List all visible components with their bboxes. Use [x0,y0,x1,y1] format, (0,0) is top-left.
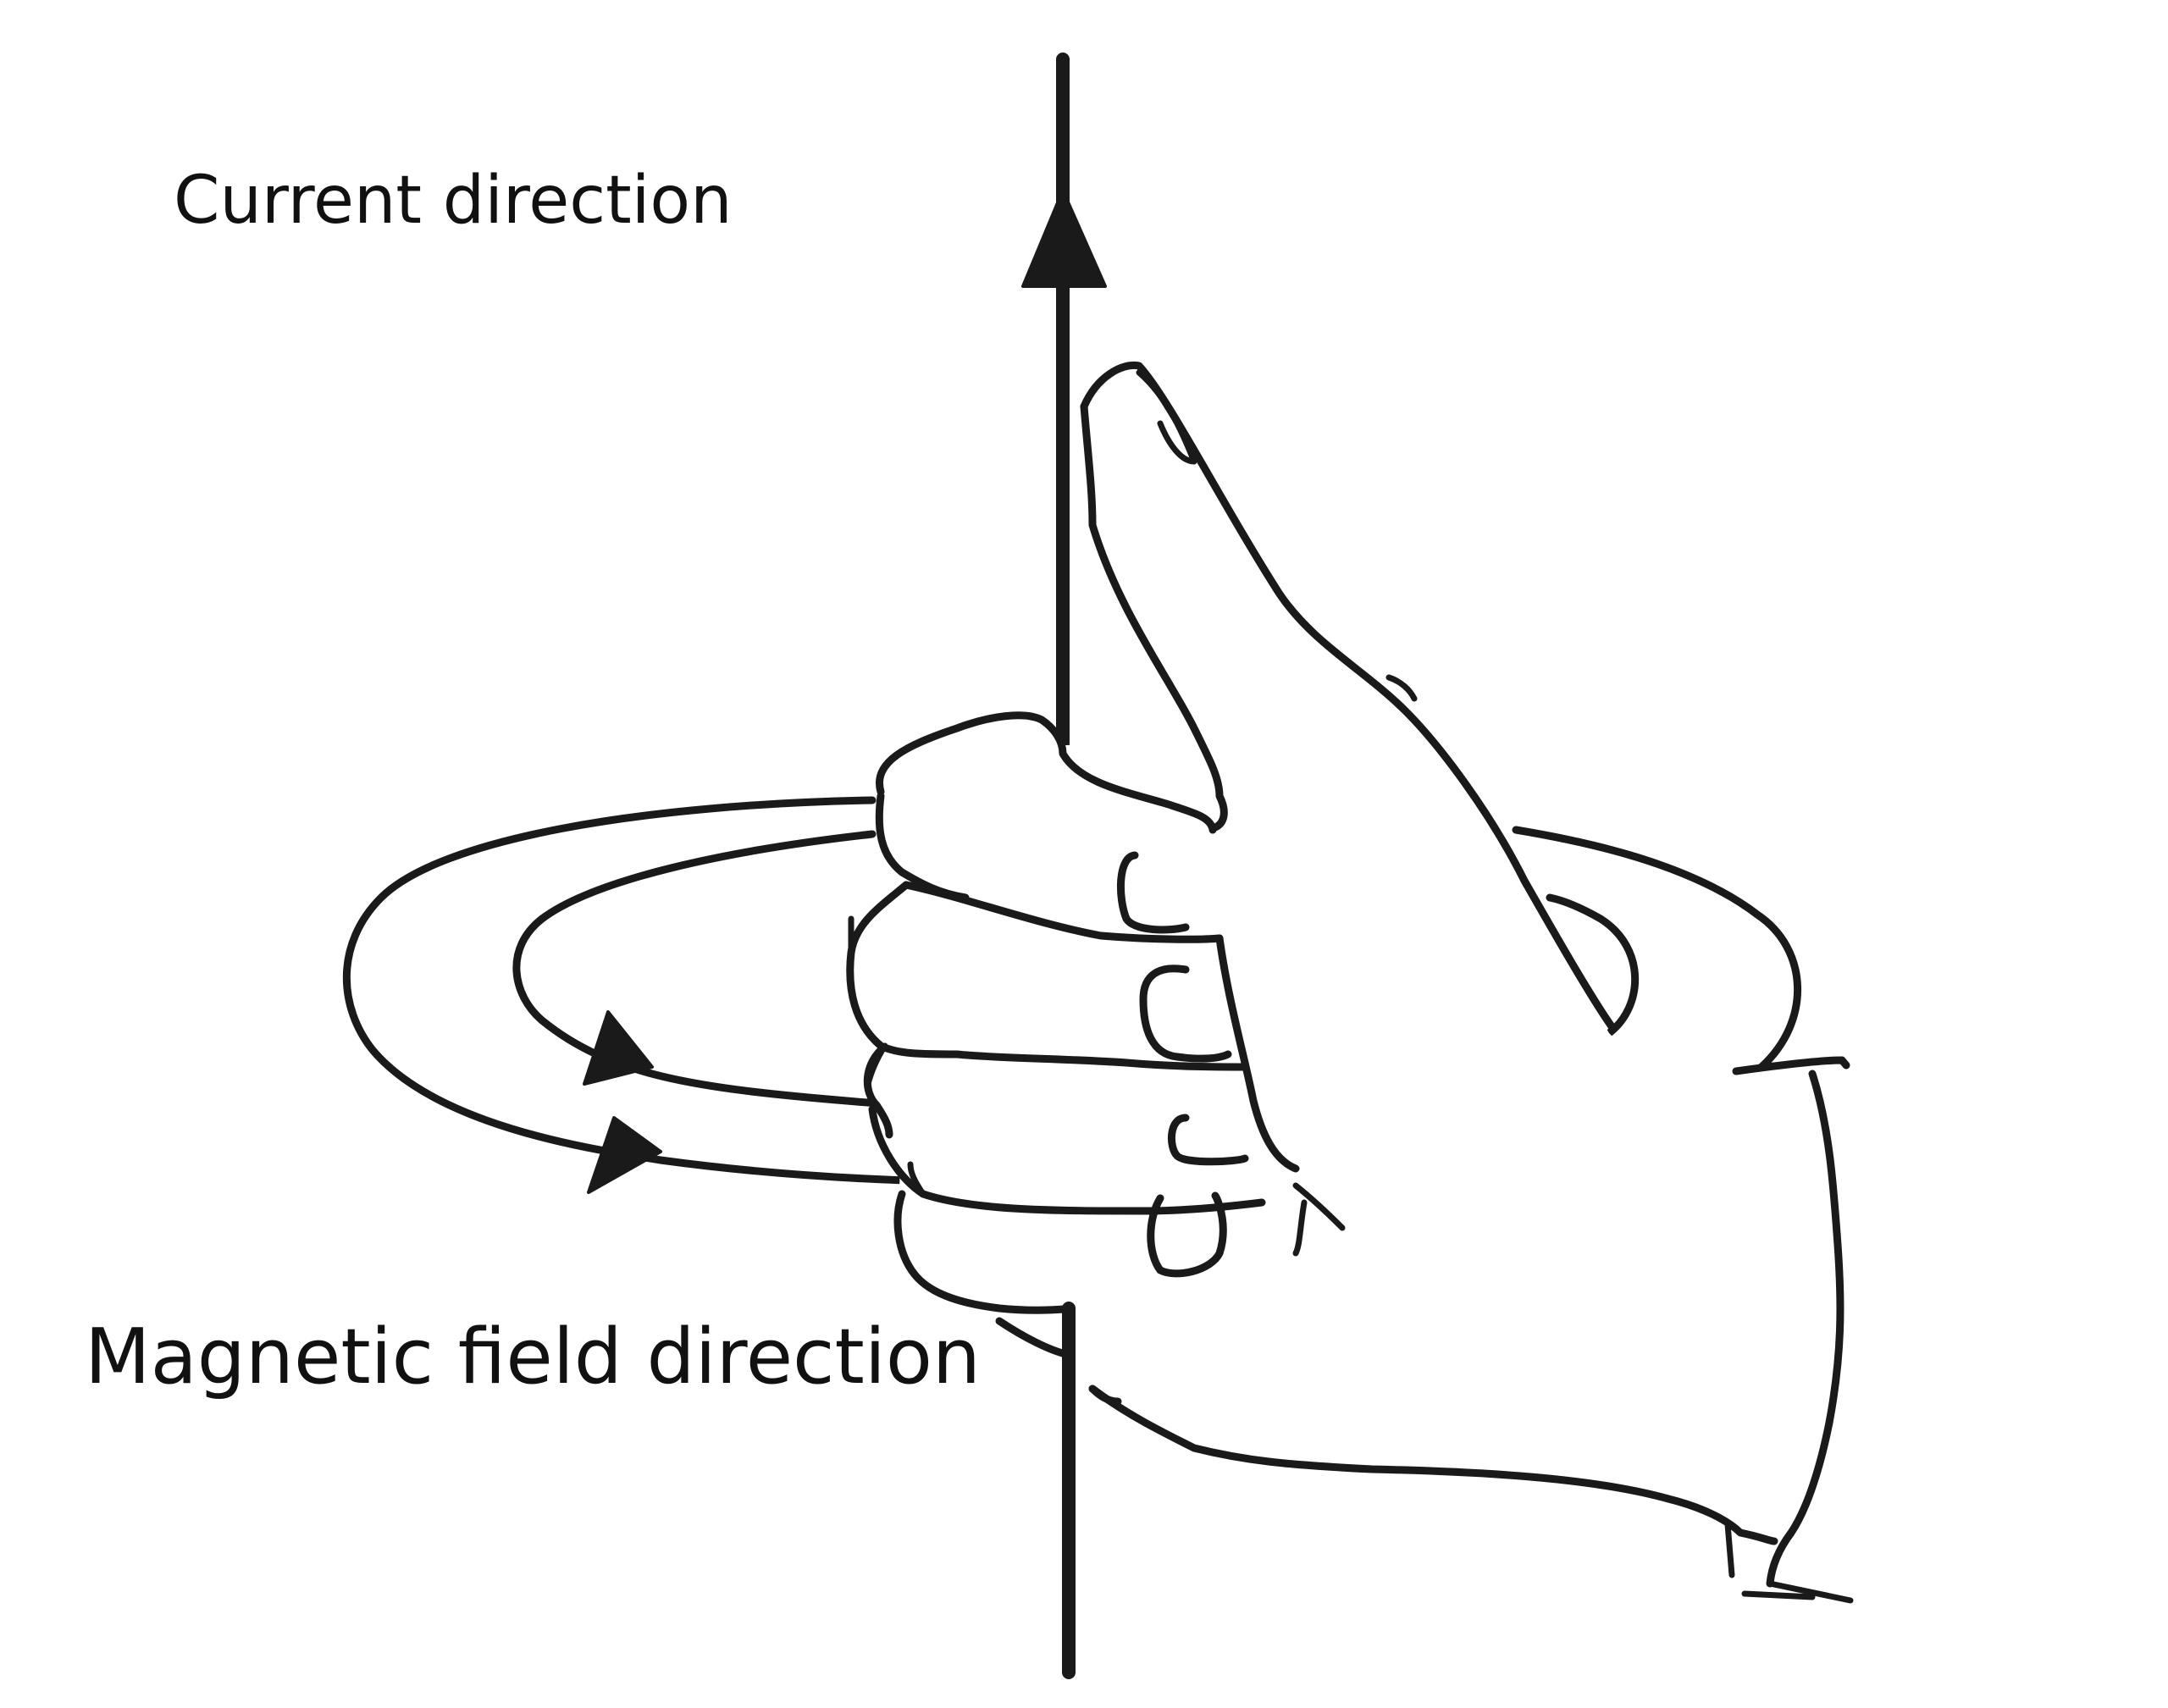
forearm-cuff [1724,1521,1854,1604]
wrist-lower-edge [1088,1385,1778,1545]
fingernail-index [1116,851,1190,934]
knuckle-crease-2 [865,1042,888,1087]
magnetic-field-arrowhead-outer [587,1116,662,1194]
thumb-wrinkle [1385,674,1418,702]
hand-fill [851,364,1846,1584]
thumb-outline [1080,361,1618,1033]
wire-hand-edge [995,1317,1073,1359]
thumb-inner-edge [1080,402,1228,832]
forearm-right-edge [1766,1070,1844,1588]
palm-crease [1292,1182,1346,1231]
fingernail-middle [1139,965,1232,1063]
fingernail-little [1147,1191,1227,1278]
magnetic-field-direction-label: Magnetic field direction [85,1313,981,1401]
current-direction-label: Current direction [174,163,733,239]
knuckle-crease-3 [907,1161,926,1197]
ring-finger [863,1046,893,1139]
current-arrowhead [1021,189,1107,288]
thumbnail [1136,369,1197,465]
ring-finger-lower [868,1105,1266,1215]
magnetic-field-arrowhead-inner [583,1010,654,1086]
middle-finger-top [902,881,1224,943]
little-finger [893,1190,1076,1314]
wrist-back-edge [1732,1056,1850,1075]
index-finger [876,711,1217,834]
palm-crease-2 [1292,1199,1308,1257]
little-finger-base [1088,1385,1122,1406]
palm-edge [1215,934,1300,1173]
fingernail-ring [1167,1114,1249,1166]
